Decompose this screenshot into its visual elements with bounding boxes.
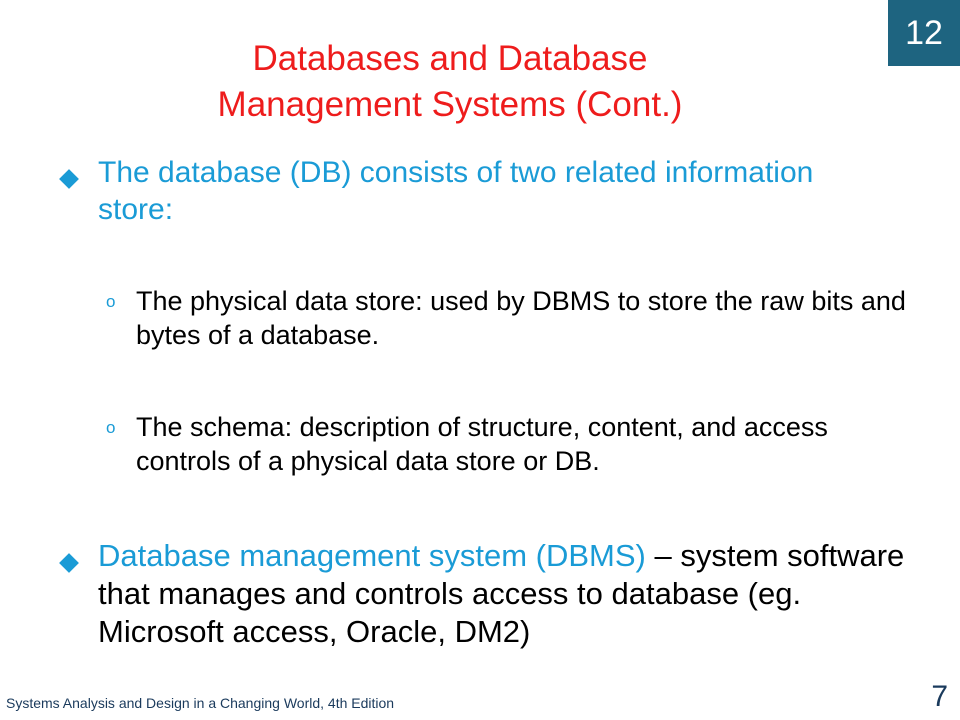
slide-title-line-2: Management Systems (Cont.) bbox=[217, 85, 683, 124]
slide-footer: Systems Analysis and Design in a Changin… bbox=[6, 695, 395, 711]
sub-bullet-text: The schema: description of structure, co… bbox=[136, 412, 828, 476]
bullet-highlight-term: Database management system (DBMS) bbox=[98, 538, 646, 573]
bullet-description: – system software that manages and contr… bbox=[98, 538, 905, 649]
page-number: 7 bbox=[931, 680, 948, 713]
bullet-text: Database management system (DBMS) – syst… bbox=[98, 537, 930, 651]
circle-bullet-icon: o bbox=[106, 292, 116, 311]
sub-bullet-text: The physical data store: used by DBMS to… bbox=[136, 286, 906, 350]
sub-bullet-schema: o The schema: description of structure, … bbox=[106, 410, 906, 478]
chapter-number-badge: 12 bbox=[888, 0, 960, 66]
sub-bullet-physical-data-store: o The physical data store: used by DBMS … bbox=[106, 284, 906, 352]
slide-title: Databases and Database Management System… bbox=[100, 36, 800, 128]
diamond-bullet-icon bbox=[59, 169, 79, 189]
bullet-database: The database (DB) consists of two relate… bbox=[59, 154, 880, 228]
circle-bullet-icon: o bbox=[106, 418, 116, 437]
diamond-bullet-icon bbox=[59, 553, 79, 573]
bullet-text: The database (DB) consists of two relate… bbox=[98, 156, 814, 226]
slide-title-line-1: Databases and Database bbox=[252, 39, 648, 78]
bullet-dbms: Database management system (DBMS) – syst… bbox=[59, 537, 930, 651]
